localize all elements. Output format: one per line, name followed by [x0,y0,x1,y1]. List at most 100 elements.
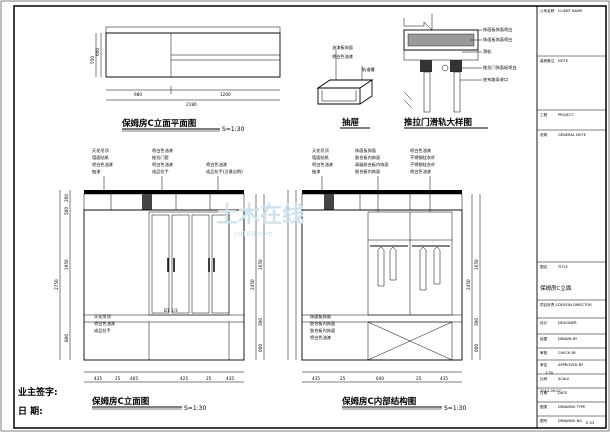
drawer-note-2: 喷白色油漆 [332,53,353,60]
watermark: 土木在线 [216,202,304,228]
plan-view: 550 600 980 1200 2180 保姆房C立面平面图 S=1:30 [90,26,281,133]
elev-scale: S=1:30 [184,405,206,412]
elev-bottom-dim-3: 465 [130,376,138,381]
int-right-dim-2: 1650 [474,259,479,270]
tb-row-sublabel: SCALE [558,377,570,381]
tb-row-label: 公司名称 [540,8,555,13]
tb-row-label: 图类 [540,404,548,409]
elev-callout: B1 1/3 [164,308,178,313]
elev-bottom-dim-1: 435 [94,376,102,381]
int-bottom-dim-4: 25 [416,376,422,381]
tb-row-label: 图号 [540,418,548,423]
tb-row-sublabel: CHECK BY [558,351,577,355]
owner-date-label: 日 期: [18,405,43,417]
tb-row-label: 绘图 [540,336,548,341]
track-note-1: 饰面板饰面喷白 [483,26,512,33]
tb-row-label: 比例 [540,376,548,381]
tb-drawing-title: 保姆房C立面 [540,284,572,292]
track-note-5: 底布路条收口 [483,76,508,83]
tb-row-sublabel: APPROVED BY [558,363,584,367]
tb-date-value: 2013-09-07 [540,389,561,393]
int-note-l1: 天花吊顶 [312,147,330,154]
track-note-4: 推拉门饰面板喷白 [483,64,517,71]
elev-left-dim-3: 800 [64,334,69,342]
int-note-r1: 饰面板饰面 [355,147,376,154]
elev-note-m1: 喷白色油漆 [152,147,173,154]
int-note-low1: 饰面板饰面 [310,313,331,320]
elev-left-dim-4: 500 [64,207,69,215]
elev-note-m3: 喷白色油漆 [152,161,173,168]
interior-view: 天花吊顶 墙面贴纸 喷白色油漆 抽漆 饰面板饰面 胶合板内饰面 高级胶合板内饰面… [287,147,481,412]
watermark-sub: co188.com [234,230,273,238]
int-note-l3: 喷白色油漆 [312,161,333,168]
elev-note-low1: 天花吊顶 [94,313,112,320]
elev-title: 保姆房C立面图 [91,396,149,407]
tb-row-label: 日期 [540,390,548,395]
drawer-title: 抽屉 [342,117,360,128]
elev-right-dim-4: 600 [258,344,263,352]
tb-row-sublabel: DRAWN BY [558,337,578,341]
tb-row-sublabel: DRAWING TYPE [558,405,586,409]
int-note-r3: 高级胶合板内饰面 [355,161,389,168]
tb-row-label: 图名 [540,264,548,269]
elev-note-low2: 喷白色油漆 [94,320,115,327]
elev-bottom-dim-4: 425 [180,376,188,381]
int-bottom-dim-3: 640 [376,376,384,381]
tb-row-sublabel: DESIGNER [558,321,577,325]
elev-note-l1: 天花吊顶 [92,147,110,154]
plan-dim-height-b: 600 [95,48,100,56]
tb-row-sublabel: TITLE [557,265,568,269]
int-bottom-dim-5: 435 [440,376,448,381]
interior-title: 保姆房C内部结构图 [341,396,416,407]
int-note-l2: 墙面贴纸 [312,154,330,161]
elev-right-dim-3: 300 [258,318,263,326]
int-note-low3: 胶合板内饰面 [310,327,335,334]
inner-border [13,5,607,429]
tb-row-sublabel: PROJECT [558,113,574,117]
tb-row-label: 说明 [540,132,548,137]
plan-dim-left: 980 [134,92,142,97]
int-note-low4: 喷白色油漆 [310,334,331,341]
elev-left-dim-1: 2750 [54,279,59,290]
elev-note-low3: 成品拉手 [94,327,111,334]
elev-note-m4: 成品拉手 [152,168,169,175]
tb-row-label: 项目负责人 [540,302,558,307]
plan-dim-right: 1200 [220,92,231,97]
elev-note-l4: 抽漆 [92,168,100,175]
drawer-note-3: 轨道槽 [362,66,375,73]
tb-row-label: 工程 [540,112,548,117]
elev-note-l3: 喷白色油漆 [92,161,113,168]
track-note-3: 滑轨 [483,48,492,55]
int-note-r4: 胶合板内饰面 [355,168,380,175]
plan-scale: S=1:30 [222,126,244,133]
int-bottom-dim-2: 25 [340,376,346,381]
int-right-dim-1: 2450 [466,279,471,290]
int-note-f2: 不锈钢挂衣杆 [410,154,436,161]
tb-row-sublabel: DESIGN DIRECTOR [558,303,592,307]
tb-row-label: 审核 [540,350,548,355]
int-right-dim-3: 300 [474,318,479,326]
track-note-2: 饰面板饰面喷白 [483,36,512,43]
elev-bottom-dim-5: 25 [206,376,212,381]
elev-right-dim-2: 1650 [258,259,263,270]
tb-row-sublabel: CLIENT NAME [558,9,583,13]
elevation-view: B1 1/3 天花吊顶 墙面贴纸 喷白色油漆 抽漆 喷白色油漆 推拉门套 喷白色… [54,147,265,412]
int-note-low2: 胶合板内饰面 [310,320,335,327]
elev-left-dim-5: 200 [64,194,69,202]
plan-title: 保姆房C立面平面图 [121,118,196,129]
tb-row-label: 装修备注 [540,58,555,63]
int-note-f3: 不锈钢挂衣杆 [410,161,436,168]
int-note-l4: 抽漆 [312,168,320,175]
track-title: 推拉门滑轨大样图 [404,117,472,128]
int-bottom-dim-1: 435 [312,376,320,381]
elev-bottom-dim-2: 25 [115,376,121,381]
elev-bottom-dim-6: 435 [226,376,234,381]
tb-scale-value: 1:30 [545,371,554,375]
drawer-detail: 油漆板饰面 喷白色油漆 轨道槽 抽屉 [316,44,375,129]
elev-note-r2: 成品拉手(注意自购) [206,168,243,175]
tb-row-label: 审定 [540,362,548,367]
elev-note-l2: 墙面贴纸 [92,154,110,161]
tb-row-sublabel: GENERAL NOTE [558,133,587,137]
